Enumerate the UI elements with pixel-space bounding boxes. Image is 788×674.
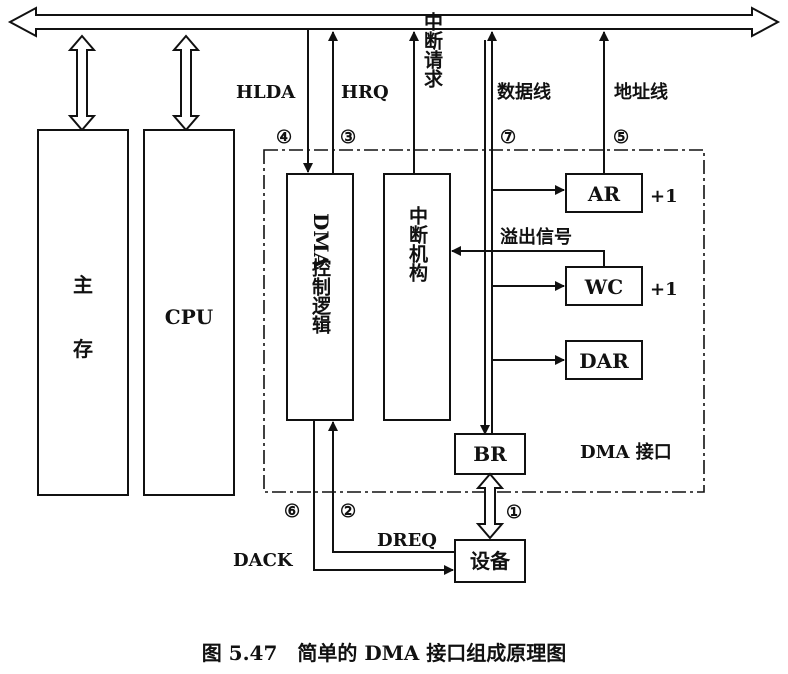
ar-increment-label: +1 <box>650 186 678 207</box>
marker-1: ① <box>506 502 522 523</box>
dma-control-label-cn: 控制逻辑 <box>309 257 331 334</box>
cpu-bus-connector <box>171 34 201 132</box>
dreq-label: DREQ <box>377 530 437 551</box>
marker-7: ⑦ <box>500 127 516 148</box>
marker-2: ② <box>340 501 356 522</box>
dack-signal-line <box>313 420 454 575</box>
ar-register <box>565 173 643 213</box>
dma-control-logic-block <box>286 173 354 421</box>
wc-increment-label: +1 <box>650 279 678 300</box>
main-memory-block <box>37 129 129 496</box>
main-memory-label-2: 存 <box>73 337 93 361</box>
marker-5: ⑤ <box>613 127 629 148</box>
marker-6: ⑥ <box>284 501 300 522</box>
figure-caption: 图 5.47 简单的 DMA 接口组成原理图 <box>202 641 567 665</box>
dma-interface-label: DMA 接口 <box>580 441 672 463</box>
dar-label: DAR <box>579 349 629 373</box>
br-device-connector <box>475 472 505 540</box>
hrq-label: HRQ <box>341 82 389 103</box>
device-label: 设备 <box>470 549 511 573</box>
hlda-label: HLDA <box>236 82 296 103</box>
interrupt-unit-block <box>383 173 451 421</box>
interrupt-request-label: 中断请求 <box>421 11 443 88</box>
main-memory-label-1: 主 <box>73 273 93 297</box>
ar-label: AR <box>587 182 621 206</box>
overflow-signal-line <box>451 246 605 267</box>
br-label: BR <box>473 442 507 466</box>
marker-4: ④ <box>276 127 292 148</box>
system-bus <box>7 6 781 38</box>
overflow-signal-label: 溢出信号 <box>500 226 572 248</box>
interrupt-unit-label: 中断机构 <box>406 205 428 282</box>
dack-label: DACK <box>233 550 294 571</box>
dma-control-label-en: DMA <box>309 213 333 268</box>
wc-register <box>565 266 643 306</box>
dar-register <box>565 340 643 380</box>
marker-3: ③ <box>340 127 356 148</box>
memory-bus-connector <box>67 34 97 132</box>
dreq-signal-line <box>328 421 455 553</box>
br-register <box>454 433 526 475</box>
cpu-label: CPU <box>165 305 213 329</box>
cpu-block <box>143 129 235 496</box>
data-line-label: 数据线 <box>497 81 551 103</box>
device-block <box>454 539 526 583</box>
address-line-label: 地址线 <box>614 81 668 103</box>
wc-label: WC <box>584 275 623 299</box>
